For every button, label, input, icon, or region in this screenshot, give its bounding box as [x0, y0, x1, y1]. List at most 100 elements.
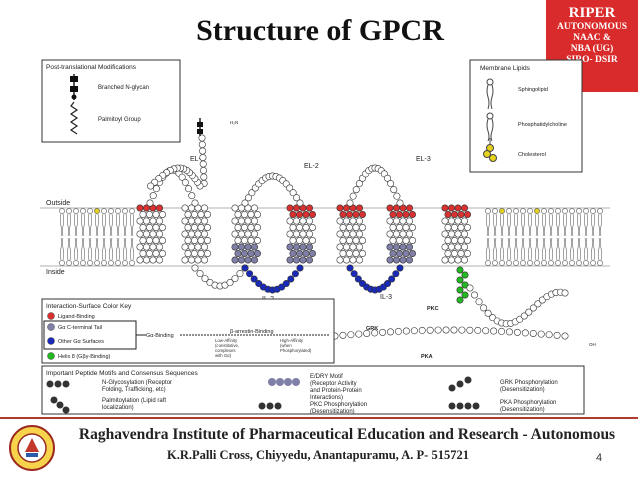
residue-bead	[244, 243, 252, 251]
residue-bead	[395, 224, 403, 232]
institution-address: K.R.Palli Cross, Chiyyedu, Anantapuramu,…	[167, 448, 469, 462]
residue-bead	[188, 256, 196, 264]
ptm-item-glycan: Branched N-glycan	[98, 85, 149, 91]
residue-bead	[352, 237, 360, 245]
residue-bead	[194, 217, 202, 225]
residue-bead	[159, 211, 167, 219]
residue-bead	[386, 256, 394, 264]
motif-text: (Desensitization)	[500, 387, 545, 393]
residue-bead	[392, 230, 400, 238]
residue-bead	[244, 194, 252, 202]
residue-bead	[450, 237, 458, 245]
residue-bead	[513, 328, 521, 336]
residue-bead	[197, 250, 205, 258]
residue-bead	[152, 224, 160, 232]
residue-bead	[149, 256, 157, 264]
residue-bead	[442, 326, 450, 334]
motif-text: (Desensitization)	[500, 407, 545, 413]
residue-bead	[139, 250, 147, 258]
residue-bead	[392, 243, 400, 251]
residue-bead	[358, 224, 366, 232]
residue-bead	[399, 243, 407, 251]
residue-bead	[408, 211, 416, 219]
residue-bead	[345, 211, 353, 219]
residue-bead	[289, 211, 297, 219]
residue-bead	[392, 256, 400, 264]
residue-bead	[355, 230, 363, 238]
residue-bead	[181, 204, 189, 212]
palmitoyl-icon	[69, 101, 79, 135]
footer-divider	[0, 417, 638, 419]
residue-bead	[302, 224, 310, 232]
residue-bead	[349, 217, 357, 225]
residue-bead	[389, 250, 397, 258]
cholesterol-icon	[94, 208, 100, 266]
residue-bead	[342, 230, 350, 238]
residue-bead	[339, 237, 347, 245]
residue-bead	[147, 182, 155, 190]
residue-bead	[405, 243, 413, 251]
residue-bead	[426, 326, 434, 334]
residue-bead	[136, 217, 144, 225]
residue-bead	[444, 237, 452, 245]
residue-bead	[282, 280, 290, 288]
residue-bead	[244, 217, 252, 225]
residue-bead	[238, 256, 246, 264]
residue-bead	[247, 250, 255, 258]
residue-bead	[463, 250, 471, 258]
residue-bead	[405, 256, 413, 264]
n-glycan-marker	[197, 118, 203, 136]
residue-bead	[201, 243, 209, 251]
residue-bead	[302, 237, 310, 245]
residue-bead	[299, 217, 307, 225]
residue-bead	[447, 243, 455, 251]
lipid-icon	[527, 208, 533, 266]
residue-bead	[447, 256, 455, 264]
lipid-icon	[101, 208, 107, 266]
residue-bead	[355, 243, 363, 251]
residue-bead	[447, 217, 455, 225]
residue-bead	[441, 230, 449, 238]
legend-label: Other Gα Surfaces	[58, 339, 104, 345]
residue-bead	[349, 256, 357, 264]
residue-bead	[149, 192, 157, 200]
residue-bead	[204, 250, 212, 258]
residue-bead	[405, 217, 413, 225]
residue-bead	[355, 256, 363, 264]
receptor-chain	[136, 134, 569, 340]
residue-bead	[194, 230, 202, 238]
inside-label: Inside	[46, 269, 65, 276]
residue-bead	[238, 217, 246, 225]
residue-bead	[545, 331, 553, 339]
residue-bead	[402, 211, 410, 219]
lipid-icon	[562, 208, 568, 266]
residue-bead	[349, 192, 357, 200]
residue-bead	[199, 154, 207, 162]
residue-bead	[199, 147, 207, 155]
residue-bead	[244, 256, 252, 264]
arrestin-label: β-arrestin-Binding	[230, 329, 274, 335]
residue-bead	[389, 211, 397, 219]
lipid-icon	[590, 208, 596, 266]
residue-bead	[441, 256, 449, 264]
residue-bead	[184, 224, 192, 232]
motifs-title: Important Peptide Motifs and Consensus S…	[46, 370, 199, 377]
motif-text: N-Glycosylation (Receptor	[102, 380, 172, 386]
residue-bead	[241, 264, 249, 272]
residue-bead	[204, 224, 212, 232]
lipid-item: Phosphatidylcholine	[518, 122, 567, 128]
residue-bead	[196, 270, 204, 278]
residue-bead	[484, 309, 492, 317]
high-affinity-text: (when	[280, 343, 292, 348]
residue-bead	[299, 230, 307, 238]
residue-bead	[231, 230, 239, 238]
residue-bead	[447, 230, 455, 238]
badge-line: AUTONOMOUS	[556, 22, 628, 32]
residue-bead	[352, 211, 360, 219]
lipid-item: Cholesterol	[518, 152, 546, 158]
residue-bead	[191, 250, 199, 258]
residue-bead	[388, 275, 396, 283]
lipid-icon	[108, 208, 114, 266]
badge-line: NBA (UG)	[570, 44, 614, 54]
residue-bead	[293, 217, 301, 225]
